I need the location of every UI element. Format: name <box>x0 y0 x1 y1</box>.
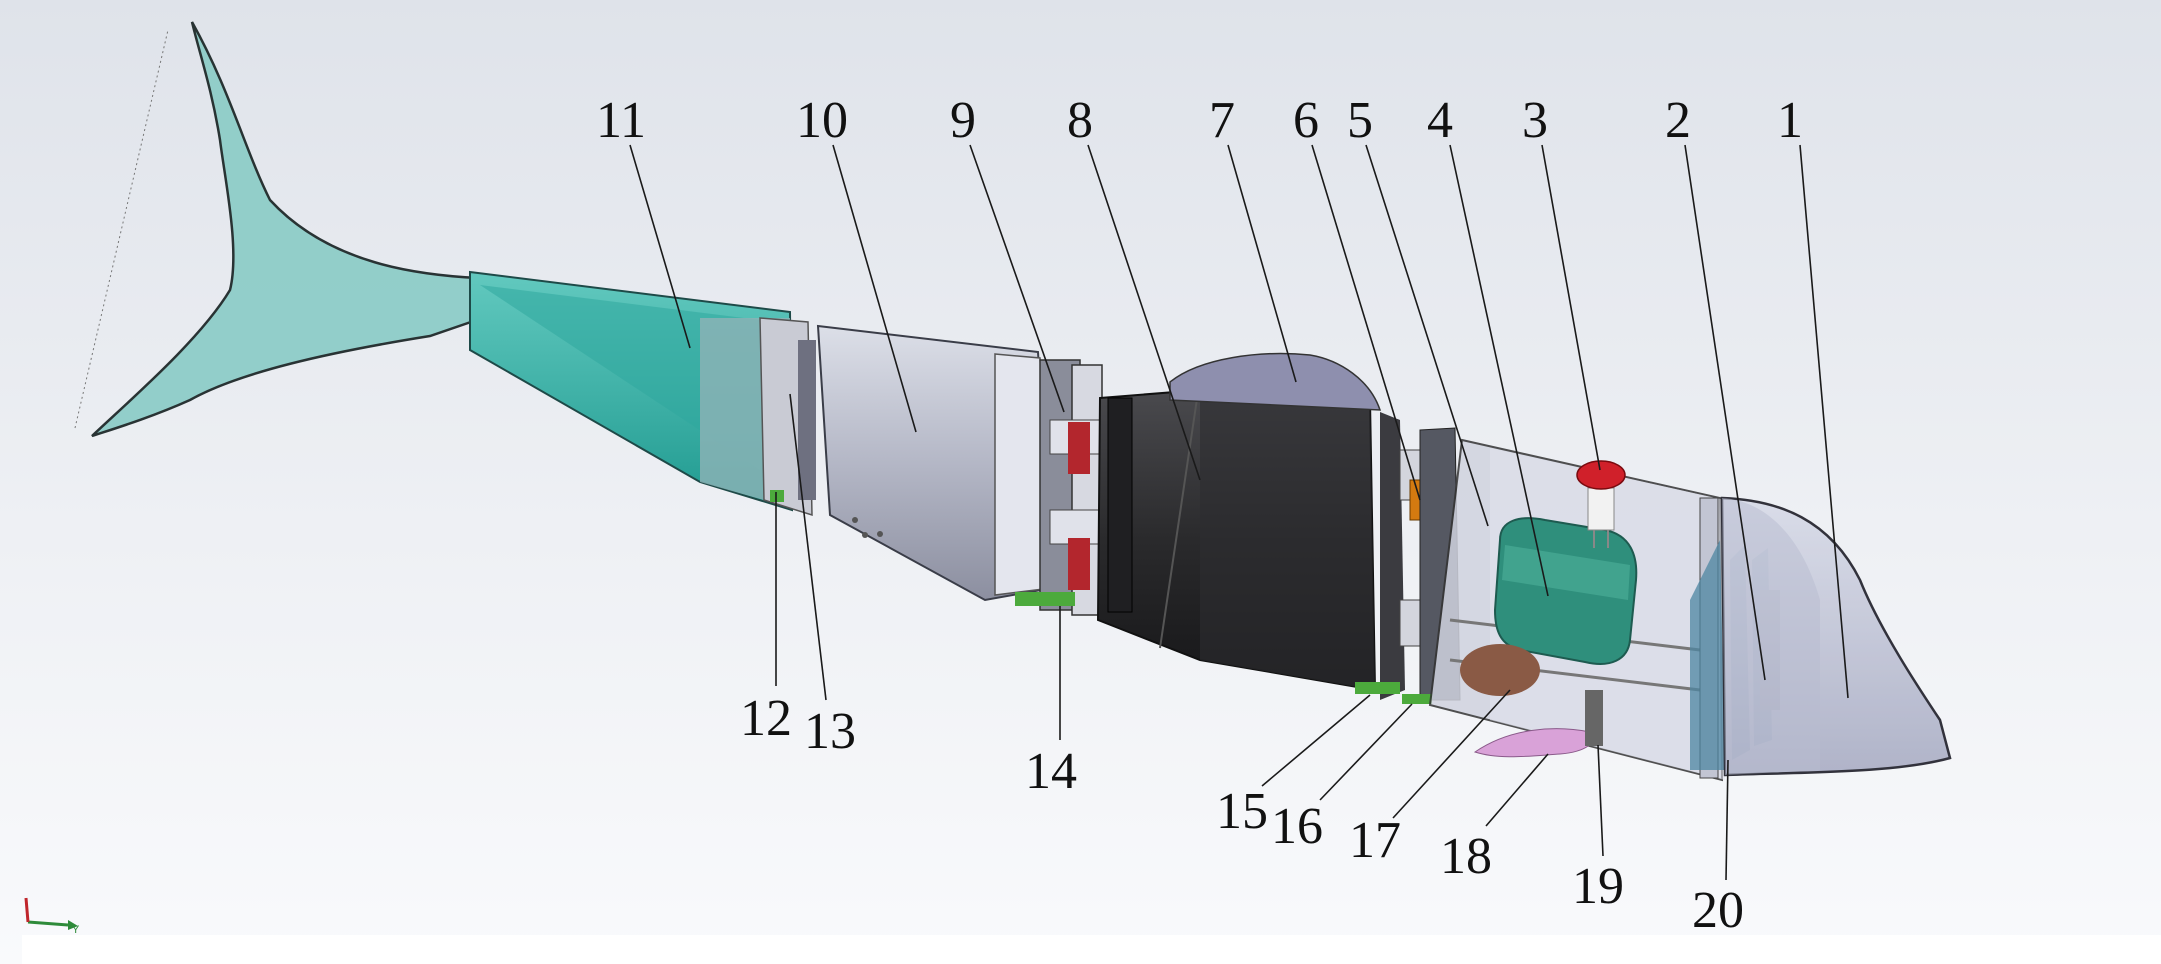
tail-construction-line <box>74 29 169 429</box>
tail-fin <box>91 21 502 438</box>
callout-label-11: 11 <box>596 92 646 149</box>
rear-shell-screw <box>862 532 868 538</box>
z-axis-arrow <box>24 897 30 923</box>
callout-label-14: 14 <box>1025 743 1077 800</box>
leader-line-11 <box>629 144 691 349</box>
green-clip-15 <box>1355 682 1400 694</box>
black-housing-rim <box>1107 397 1133 613</box>
red-switch-button <box>1576 460 1626 490</box>
leader-line-10 <box>832 144 917 433</box>
leader-line-5 <box>1365 144 1489 527</box>
rear-shell-screw <box>852 517 858 523</box>
callout-label-18: 18 <box>1440 828 1492 885</box>
bottom-strip <box>22 935 2161 964</box>
leader-line-9 <box>969 144 1065 413</box>
callout-label-1: 1 <box>1777 92 1803 149</box>
y-axis-arrowhead <box>68 920 78 930</box>
callout-label-3: 3 <box>1522 92 1548 149</box>
callout-label-16: 16 <box>1271 798 1323 855</box>
callout-label-10: 10 <box>796 92 848 149</box>
leader-line-7 <box>1227 144 1297 383</box>
leader-line-18 <box>1485 753 1549 827</box>
callout-label-5: 5 <box>1347 92 1373 149</box>
leader-line-2 <box>1684 144 1766 681</box>
y-axis-label: Y <box>72 924 80 936</box>
tail-ring-shaft <box>798 340 816 500</box>
leader-line-3 <box>1541 144 1601 471</box>
callout-label-19: 19 <box>1572 858 1624 915</box>
leader-line-19 <box>1597 744 1604 857</box>
leader-line-1 <box>1799 144 1849 699</box>
black-housing-face <box>1200 390 1375 690</box>
rear-red-servo <box>1068 422 1090 474</box>
callout-label-20: 20 <box>1692 882 1744 939</box>
dorsal-fin <box>1169 352 1382 411</box>
callout-label-6: 6 <box>1293 92 1319 149</box>
callout-label-12: 12 <box>740 690 792 747</box>
callout-label-9: 9 <box>950 92 976 149</box>
battery-highlight <box>1502 545 1630 600</box>
leader-line-4 <box>1449 144 1549 597</box>
brown-disc <box>1460 644 1540 696</box>
y-axis-arrow <box>27 920 69 927</box>
leader-line-8 <box>1087 144 1201 481</box>
callout-label-4: 4 <box>1427 92 1453 149</box>
leader-lines <box>629 144 1849 881</box>
callout-label-2: 2 <box>1665 92 1691 149</box>
leader-line-20 <box>1725 759 1729 881</box>
leader-line-13 <box>789 393 827 701</box>
callout-label-17: 17 <box>1349 812 1401 869</box>
rear-shell-screw <box>877 531 883 537</box>
front-joint-plate <box>1380 412 1405 700</box>
green-clip-16 <box>1402 694 1432 704</box>
leader-line-15 <box>1261 694 1371 787</box>
head-nose-shade <box>1722 498 1820 775</box>
leader-line-16 <box>1319 703 1413 801</box>
callout-label-15: 15 <box>1216 783 1268 840</box>
circuit-board <box>1690 540 1725 770</box>
switch-body <box>1587 487 1615 531</box>
rear-red-servo <box>1068 538 1090 590</box>
tail-cone-inner <box>480 285 760 470</box>
tail-green-clip <box>770 490 784 502</box>
axis-triad: Y <box>24 897 80 936</box>
leader-line-17 <box>1392 689 1511 819</box>
green-clip-14 <box>1015 592 1075 606</box>
callout-label-13: 13 <box>804 703 856 760</box>
pump-body <box>1585 690 1603 746</box>
leader-line-6 <box>1311 144 1421 501</box>
black-housing-seam <box>1159 391 1199 649</box>
callout-label-7: 7 <box>1209 92 1235 149</box>
callout-label-8: 8 <box>1067 92 1093 149</box>
